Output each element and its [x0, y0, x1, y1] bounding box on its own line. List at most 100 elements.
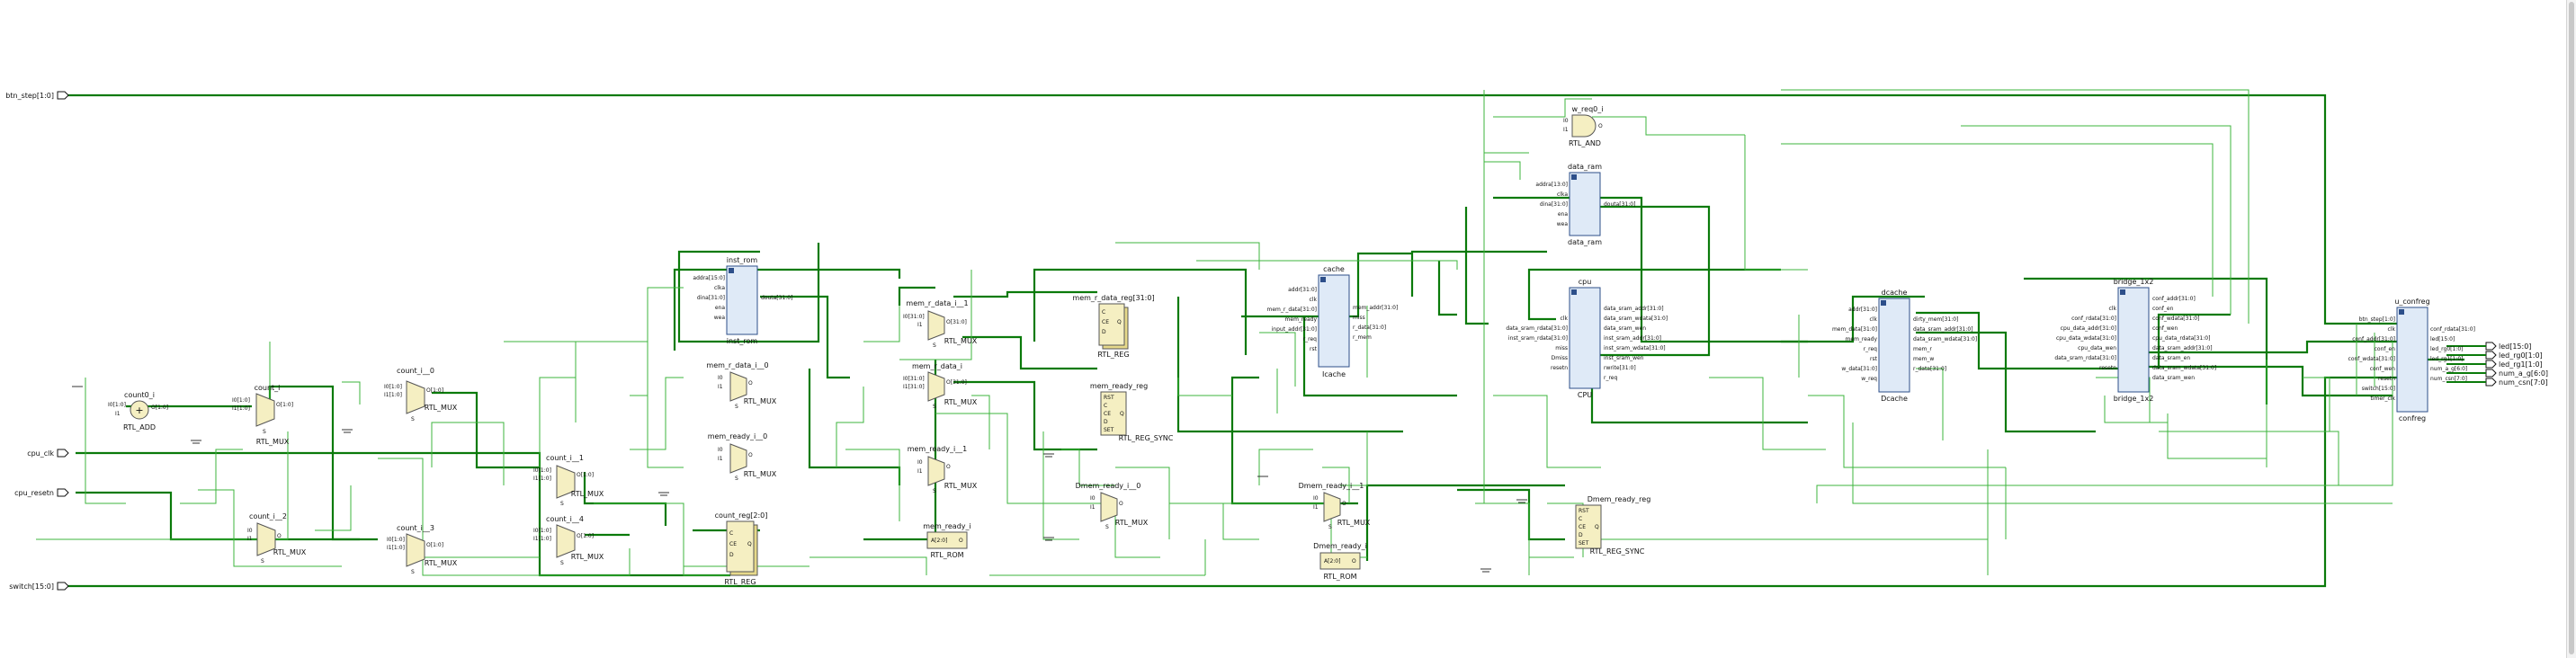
- cell-type-label: RTL_REG_SYNC: [1590, 547, 1645, 556]
- output-port-num-a-g[interactable]: num_a_g[6:0]: [2485, 369, 2548, 378]
- cell-count-mux-1[interactable]: count_i__1 I0[1:0] I1[1:0] S O[1:0] RTL_…: [533, 454, 604, 507]
- pin-label: I1: [115, 411, 121, 417]
- cell-dcache[interactable]: dcache addr[31:0] clk mem_data[31:0] mem…: [1832, 289, 1977, 403]
- cell-type-label: RTL_ROM: [1323, 573, 1356, 581]
- output-port-num-csn[interactable]: num_csn[7:0]: [2485, 378, 2548, 387]
- cell-mem-ready-rom[interactable]: mem_ready_i A[2:0] O RTL_ROM: [923, 522, 970, 559]
- pin-label: O: [277, 533, 282, 539]
- cell-instance-label: mem_ready_reg: [1090, 382, 1148, 390]
- cell-mem-r-data-register[interactable]: mem_r_data_reg[31:0] C CE D Q RTL_REG: [1072, 294, 1154, 359]
- output-port-led-rg0[interactable]: led_rg0[1:0]: [2485, 351, 2543, 360]
- cell-count-mux-4[interactable]: count_i__4 I0[1:0] I1[1:0] S O[1:0] RTL_…: [533, 515, 604, 566]
- pin-label: CE: [1104, 411, 1111, 417]
- cell-dmem-ready-register[interactable]: Dmem_ready_reg RST C CE D SET Q RTL_REG_…: [1575, 495, 1650, 556]
- pin-label: O[1:0]: [426, 542, 443, 548]
- cell-inst-rom[interactable]: inst_rom addra[15:0] clka dina[31:0] ena…: [693, 256, 792, 345]
- pin-label: O[1:0]: [151, 405, 168, 411]
- cell-cpu[interactable]: cpu clk data_sram_rdata[31:0] inst_sram_…: [1506, 278, 1668, 399]
- cell-type-label: RTL_MUX: [944, 337, 978, 345]
- pin-label: D: [1102, 329, 1106, 335]
- cell-instance-label: count_i__4: [546, 515, 584, 523]
- pin-label: O[1:0]: [577, 533, 594, 539]
- cell-count-register[interactable]: count_reg[2:0] C CE D Q RTL_REG: [715, 511, 768, 586]
- output-port-led-rg1[interactable]: led_rg1[1:0]: [2485, 360, 2543, 369]
- pin-label: ena: [1558, 211, 1568, 218]
- cell-dmem-ready-mux-1[interactable]: Dmem_ready_i__1 I0 I1 S O RTL_MUX: [1299, 482, 1371, 530]
- input-port-cpu-resetn[interactable]: cpu_resetn: [14, 488, 69, 497]
- cell-mem-r-data-mux[interactable]: mem_r_data_i I0[31:0] I1[31:0] S O[31:0]…: [903, 362, 978, 410]
- pin-label: I0: [917, 459, 923, 466]
- cell-instance-label: count_i__2: [249, 512, 287, 520]
- cell-bridge-1x2[interactable]: bridge_1x2 clk conf_rdata[31:0] cpu_data…: [2054, 278, 2216, 403]
- pin-label: mem_ready: [1846, 336, 1878, 342]
- pin-label: O[31:0]: [946, 379, 967, 386]
- pin-label: r_req: [1604, 375, 1617, 381]
- pin-label: clk: [2109, 306, 2117, 312]
- adder-plus-icon: +: [135, 405, 143, 416]
- input-port-switch[interactable]: switch[15:0]: [9, 582, 69, 591]
- cell-w-req0-and[interactable]: w_req0_i I0 I1 O RTL_AND: [1563, 105, 1603, 147]
- pin-label: I0[1:0]: [232, 397, 250, 404]
- ip-block-icon: [2399, 309, 2404, 315]
- cell-type-label: data_ram: [1568, 238, 1602, 246]
- cell-mem-ready-register[interactable]: mem_ready_reg RST C CE D SET Q RTL_REG_S…: [1090, 382, 1174, 442]
- pin-label: data_sram_rdata[31:0]: [1506, 325, 1568, 332]
- pin-label: O: [1598, 123, 1603, 129]
- port-label: cpu_resetn: [14, 489, 54, 497]
- cell-dmem-ready-mux-0[interactable]: Dmem_ready_i__0 I0 I1 S O RTL_MUX: [1076, 482, 1149, 530]
- pin-label: S: [735, 476, 738, 482]
- cell-icache[interactable]: cache addr[31:0] clk mem_r_data[31:0] me…: [1266, 265, 1398, 378]
- cell-count-mux-2[interactable]: count_i__2 I0 I1 S O RTL_MUX: [247, 512, 307, 565]
- cell-confreg[interactable]: u_confreg btn_step[1:0] clk conf_addr[31…: [2348, 298, 2475, 422]
- cell-type-label: CPU: [1578, 391, 1592, 399]
- cell-count0-adder[interactable]: count0_i + I0[1:0] I1 O[1:0] RTL_ADD: [108, 391, 168, 431]
- pin-label: S: [933, 342, 936, 349]
- cell-mem-ready-mux-1[interactable]: mem_ready_i__1 I0 I1 S O RTL_MUX: [908, 445, 978, 494]
- pin-label: O: [1342, 501, 1346, 507]
- cell-mem-r-data-mux-0[interactable]: mem_r_data_i__0 I0 I1 S O RTL_MUX: [706, 361, 776, 410]
- cell-instance-label: count0_i: [124, 391, 155, 399]
- output-port-led[interactable]: led[15:0]: [2485, 342, 2531, 351]
- pin-label: S: [263, 429, 266, 435]
- cell-count-mux[interactable]: count_i I0[1:0] I1[1:0] S O[1:0] RTL_MUX: [232, 384, 293, 446]
- pin-label: cpu_data_rdata[31:0]: [2152, 335, 2210, 342]
- pin-label: S: [411, 416, 415, 422]
- cell-mem-ready-mux-0[interactable]: mem_ready_i__0 I0 I1 S O RTL_MUX: [708, 432, 777, 482]
- pin-label: conf_wdata[31:0]: [2348, 356, 2395, 362]
- ip-block-icon: [1571, 174, 1577, 180]
- pin-label: O: [959, 538, 963, 544]
- pin-label: RST: [1579, 508, 1589, 514]
- cell-type-label: RTL_ADD: [123, 423, 156, 431]
- cell-type-label: RTL_REG_SYNC: [1119, 434, 1174, 442]
- pin-label: data_sram_addr[31:0]: [1913, 326, 1973, 333]
- cell-instance-label: cpu: [1579, 278, 1592, 286]
- input-port-btn-step[interactable]: btn_step[1:0]: [5, 91, 69, 100]
- pin-label: inst_sram_rdata[31:0]: [1508, 335, 1568, 342]
- cell-count-mux-0[interactable]: count_i__0 I0[1:0] I1[1:0] S O[1:0] RTL_…: [384, 367, 458, 422]
- cell-type-label: RTL_AND: [1569, 139, 1601, 147]
- vertical-scrollbar[interactable]: [2566, 0, 2576, 658]
- cell-type-label: RTL_MUX: [744, 397, 777, 405]
- cell-type-label: RTL_MUX: [571, 490, 604, 498]
- cell-data-ram[interactable]: data_ram addra[13:0] clka dina[31:0] ena…: [1535, 163, 1635, 246]
- pin-label: SET: [1579, 540, 1589, 547]
- pin-label: I0[1:0]: [533, 528, 551, 534]
- scrollbar-thumb[interactable]: [2569, 2, 2574, 654]
- input-port-cpu-clk[interactable]: cpu_clk: [27, 449, 69, 458]
- pin-label: dina[31:0]: [697, 295, 725, 301]
- cell-instance-label: count_i__1: [546, 454, 584, 462]
- cell-count-mux-3[interactable]: count_i__3 I0[1:0] I1[1:0] S O[1:0] RTL_…: [387, 524, 458, 575]
- pin-label: S: [411, 569, 415, 575]
- cell-type-label: RTL_MUX: [425, 559, 458, 567]
- pin-label: num_a_g[6:0]: [2430, 366, 2467, 372]
- cell-mem-r-data-mux-1[interactable]: mem_r_data_i__1 I0[31:0] I1 S O[31:0] RT…: [903, 299, 978, 349]
- cell-type-label: RTL_MUX: [273, 548, 307, 556]
- pin-label: mem_w: [1913, 356, 1934, 362]
- cell-dmem-ready-rom[interactable]: Dmem_ready_i A[2:0] O RTL_ROM: [1313, 542, 1367, 581]
- pin-label: O[1:0]: [426, 387, 443, 394]
- pin-label: clk: [1870, 316, 1878, 323]
- port-label: led[15:0]: [2499, 342, 2531, 351]
- pin-label: addr[31:0]: [1288, 287, 1317, 293]
- port-label: cpu_clk: [27, 449, 54, 458]
